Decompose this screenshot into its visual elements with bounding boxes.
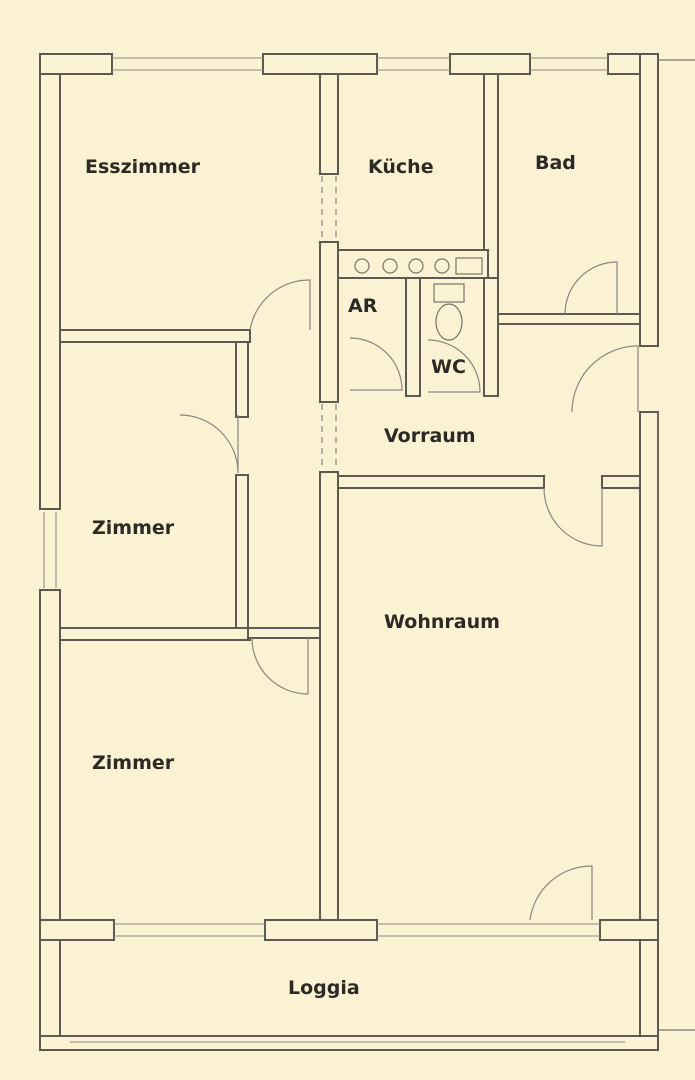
interior-walls	[59, 73, 641, 921]
room-label-loggia: Loggia	[288, 977, 360, 999]
door-wc	[427, 339, 481, 393]
top-wall-segment	[39, 53, 113, 75]
door-wohnraum	[543, 487, 603, 547]
stove-burner	[408, 258, 424, 274]
door-entrance	[571, 345, 639, 413]
top-wall-segment	[262, 53, 378, 75]
room-label-esszimmer: Esszimmer	[85, 156, 201, 178]
wall-corridor-left	[235, 341, 249, 418]
left-wall-lower	[39, 589, 61, 1051]
wall-esszimmer-kueche	[319, 73, 339, 175]
wall-wohnraum-top	[337, 475, 545, 489]
right-wall-upper	[639, 53, 659, 347]
door-ar	[349, 337, 403, 391]
outer-walls	[39, 53, 695, 1051]
wall-ar-left	[319, 241, 339, 403]
loggia-bottom-wall	[39, 1035, 659, 1051]
room-label-zimmer-2: Zimmer	[92, 752, 175, 774]
room-label-zimmer-1: Zimmer	[92, 517, 175, 539]
door-bad	[564, 261, 618, 315]
bottom-wall-segment	[39, 919, 115, 941]
room-label-wohnraum: Wohnraum	[384, 611, 500, 633]
doors	[179, 261, 639, 921]
wall-bad-bottom	[497, 313, 641, 325]
door-zimmer-1	[179, 414, 239, 474]
wall-ar-wc	[405, 277, 421, 397]
room-labels: Esszimmer Küche Bad AR WC Vorraum Zimmer…	[85, 152, 576, 999]
wall-corridor-left	[235, 474, 249, 636]
wall-zimmer2-top	[247, 627, 321, 639]
wall-wohnraum-left	[319, 471, 339, 921]
toilet-tank	[433, 283, 465, 303]
right-wall-lower	[639, 411, 659, 923]
room-label-vorraum: Vorraum	[384, 425, 476, 447]
door-loggia	[529, 865, 593, 921]
left-wall-upper	[39, 53, 61, 510]
bottom-wall-segment	[264, 919, 378, 941]
loggia-right-wall	[639, 939, 659, 1051]
stove-burner	[382, 258, 398, 274]
wall-zimmer-divider	[59, 627, 251, 641]
wall-wc-right	[483, 277, 499, 397]
room-label-bad: Bad	[535, 152, 576, 174]
stove-burner	[434, 258, 450, 274]
stove-burner	[354, 258, 370, 274]
toilet-bowl	[435, 303, 463, 341]
room-label-wc: WC	[431, 356, 466, 378]
top-wall-segment	[449, 53, 531, 75]
door-zimmer-2	[251, 637, 309, 695]
bottom-wall-segment	[599, 919, 659, 941]
kitchen-sink	[455, 257, 483, 275]
room-label-ar: AR	[348, 295, 378, 317]
door-esszimmer	[249, 279, 311, 331]
room-label-kueche: Küche	[368, 156, 434, 178]
wall-wohnraum-top	[601, 475, 641, 489]
wall-esszimmer-bottom	[59, 329, 251, 343]
